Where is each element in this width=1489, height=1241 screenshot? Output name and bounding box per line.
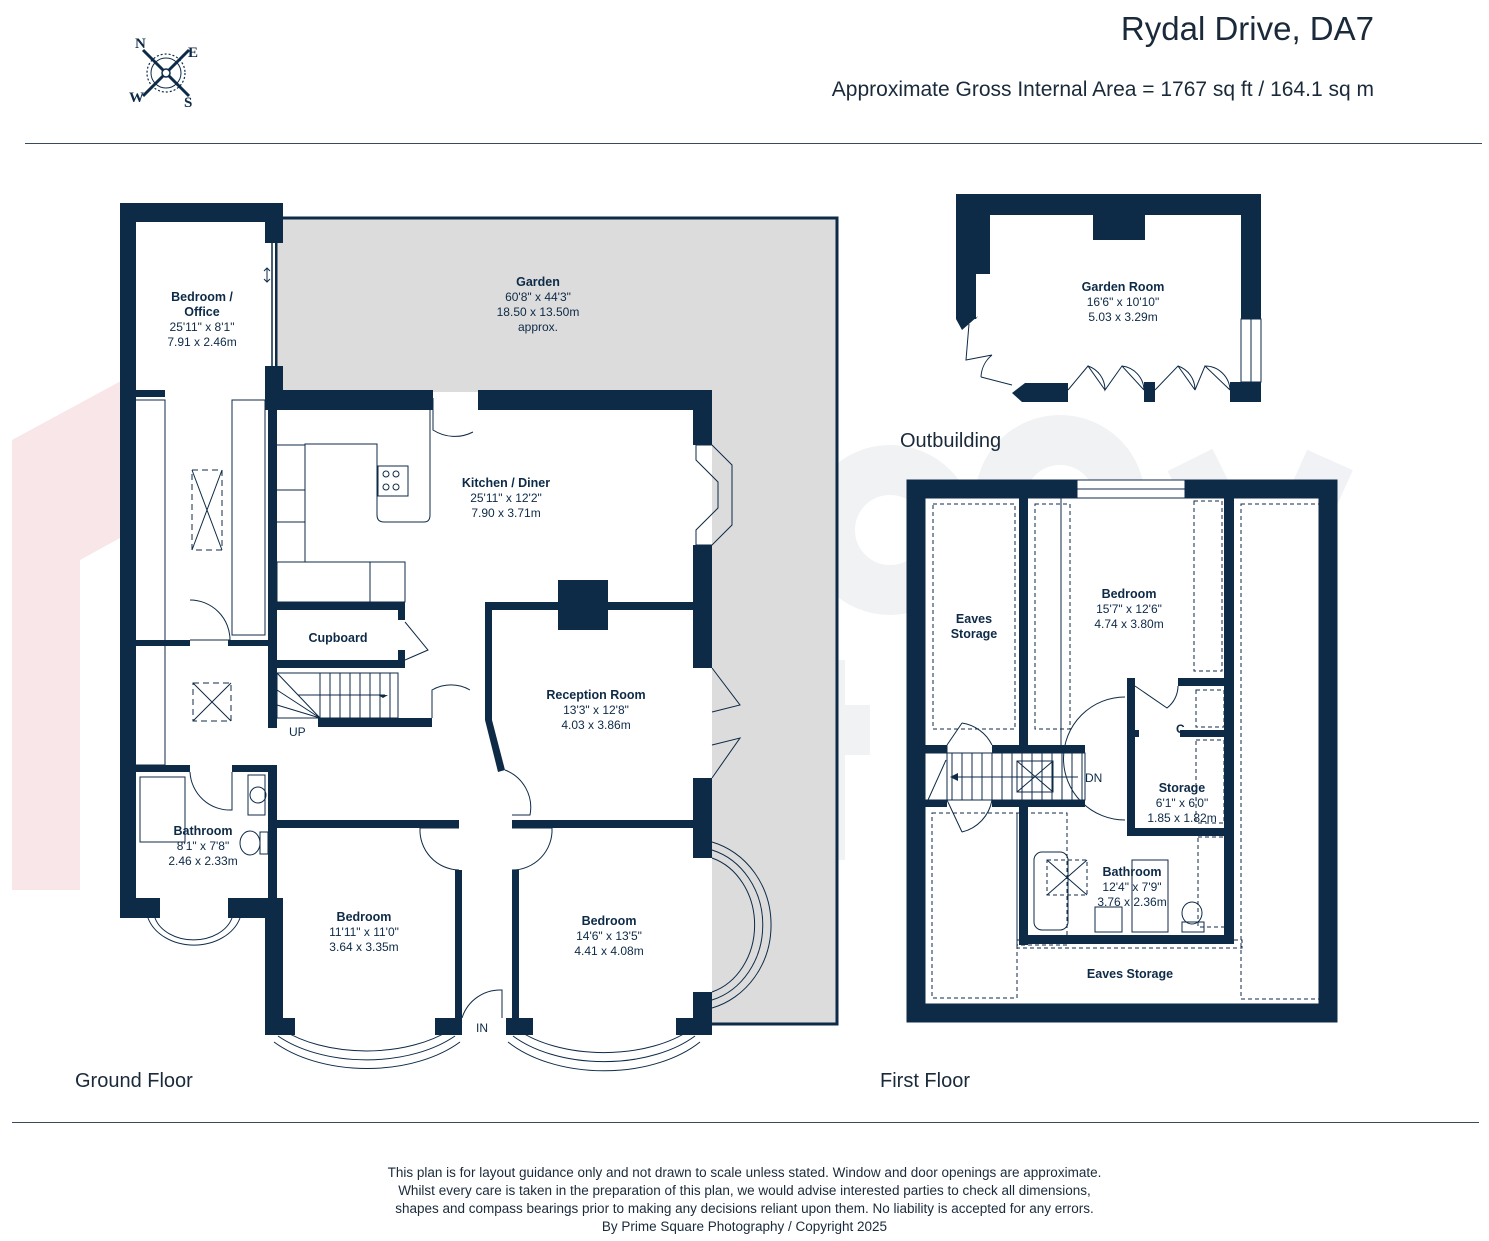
cupboard-c-label: C <box>1176 722 1185 736</box>
disclaimer-line: This plan is for layout guidance only an… <box>387 1165 1102 1180</box>
stairs-down-label: DN <box>1085 771 1103 785</box>
gross-internal-area: Approximate Gross Internal Area = 1767 s… <box>831 78 1374 101</box>
outbuilding-label: Outbuilding <box>900 430 1002 452</box>
header-divider <box>25 143 1482 144</box>
disclaimer-line: shapes and compass bearings prior to mak… <box>395 1201 1094 1216</box>
copyright: By Prime Square Photography / Copyright … <box>601 1219 888 1234</box>
room-eaves-storage-bottom: Eaves Storage <box>1086 967 1174 981</box>
disclaimer: This plan is for layout guidance only an… <box>0 1164 1489 1236</box>
entrance-label: IN <box>476 1021 488 1035</box>
room-cupboard: Cupboard <box>308 631 368 645</box>
first-floor-label: First Floor <box>880 1070 970 1092</box>
room-eaves-storage-left: Eaves Storage <box>950 612 998 641</box>
footer-divider <box>12 1122 1479 1123</box>
compass-w: W <box>129 90 144 106</box>
disclaimer-line: Whilst every care is taken in the prepar… <box>398 1183 1091 1198</box>
compass-e: E <box>188 45 199 61</box>
compass-s: S <box>184 95 193 111</box>
ground-floor-label: Ground Floor <box>75 1070 193 1092</box>
compass-n: N <box>135 36 146 52</box>
stairs-up-label: UP <box>289 725 306 739</box>
property-title: Rydal Drive, DA7 <box>1120 10 1374 47</box>
